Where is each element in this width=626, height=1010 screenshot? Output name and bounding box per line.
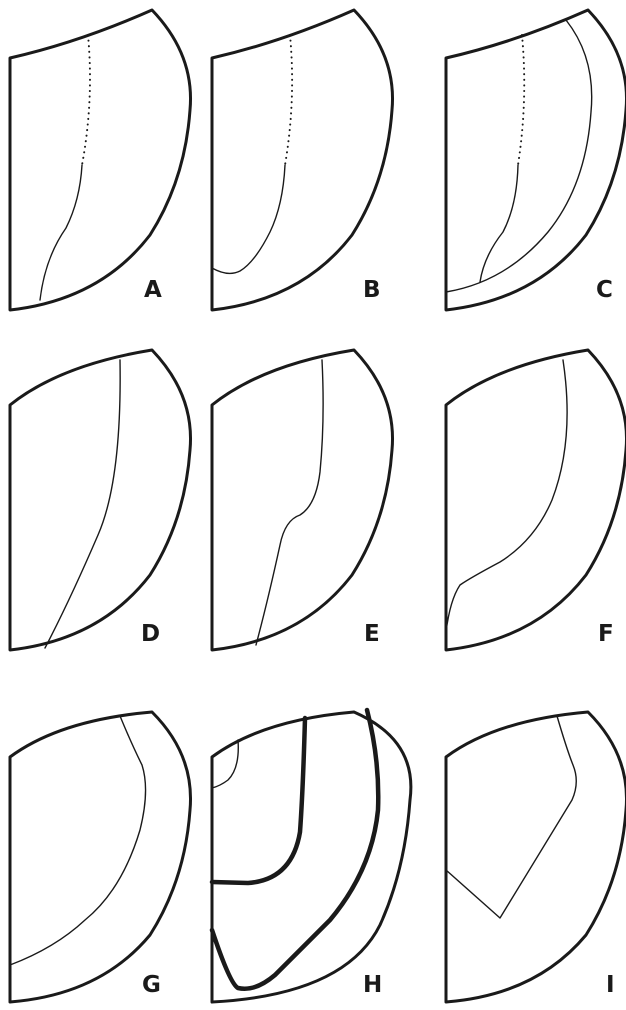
panel-d: D — [10, 350, 191, 650]
panel-g-label: G — [142, 972, 161, 998]
panel-h: H — [212, 710, 411, 1002]
panel-f-outline — [446, 350, 626, 650]
panel-c: C — [446, 10, 626, 310]
panel-e: E — [212, 350, 393, 650]
panel-f: F — [446, 350, 626, 650]
panel-h-outline — [212, 712, 411, 1002]
panel-b-outline — [212, 10, 393, 310]
panel-c-outline — [446, 10, 626, 310]
panel-g-outline — [10, 712, 191, 1002]
panel-h-label: H — [363, 972, 382, 998]
panel-g: G — [10, 712, 191, 1002]
panel-a-outline — [10, 10, 191, 310]
panel-d-outline — [10, 350, 191, 650]
panel-i-outline — [446, 712, 626, 1002]
panel-a-label: A — [144, 277, 162, 303]
panel-d-label: D — [141, 621, 160, 647]
panel-i: I — [446, 712, 626, 1002]
panel-a: A — [10, 10, 191, 310]
panel-c-label: C — [596, 277, 613, 303]
panel-e-outline — [212, 350, 393, 650]
panel-f-label: F — [598, 621, 614, 647]
panel-e-label: E — [364, 621, 380, 647]
panel-i-label: I — [606, 972, 615, 998]
panel-b: B — [212, 10, 393, 310]
panel-b-label: B — [363, 277, 381, 303]
